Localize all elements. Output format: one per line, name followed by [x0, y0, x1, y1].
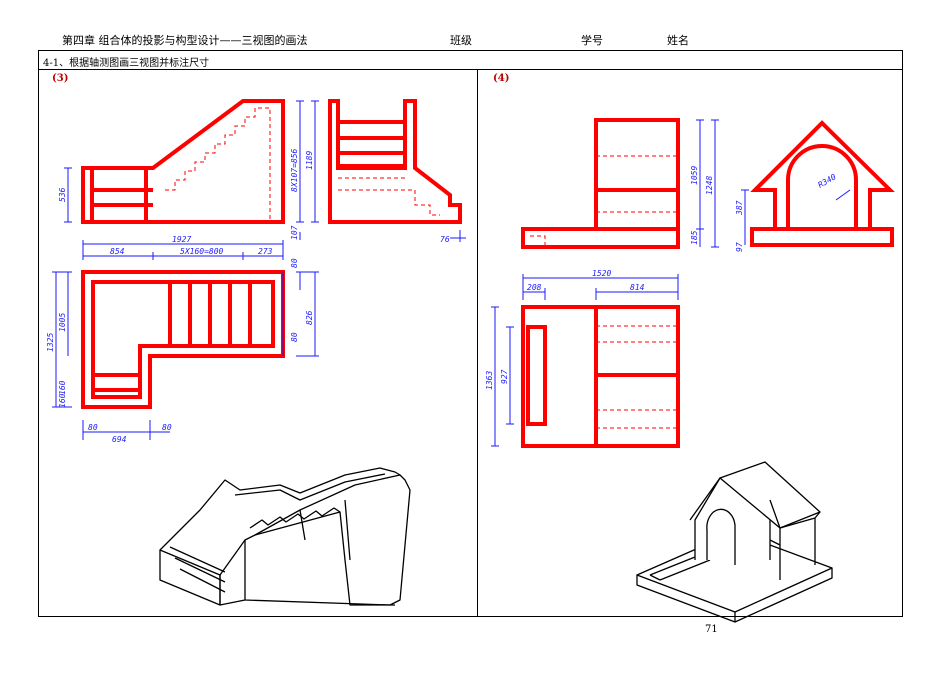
- dim-107: 107: [290, 225, 299, 240]
- problem-4-side-view: [750, 120, 895, 247]
- dim-80-right: 80: [290, 332, 299, 342]
- header-divider: [39, 69, 902, 70]
- dim-1059: 1059: [690, 166, 699, 185]
- problem-4-top-view: [521, 305, 680, 448]
- dim-1363: 1363: [485, 371, 494, 390]
- problem-4-label: (4): [493, 73, 510, 84]
- chapter-title: 第四章 组合体的投影与构型设计——三视图的画法: [62, 34, 308, 47]
- dim-80-bottom-left: 80: [88, 423, 98, 432]
- dim-814: 814: [630, 283, 645, 292]
- problem-3-side-view: [328, 99, 462, 224]
- dim-185: 185: [690, 230, 699, 245]
- problem-3-label: (3): [52, 73, 69, 84]
- dim-273: 273: [258, 247, 273, 256]
- dim-1189: 1189: [305, 151, 314, 170]
- dim-208: 208: [527, 283, 542, 292]
- dim-5x160: 5X160=800: [180, 247, 224, 256]
- problem-4-front-view: [521, 118, 680, 249]
- problem-3-front-hidden-stairs: [165, 107, 271, 222]
- problem-3-dimensions: [52, 100, 466, 440]
- problem-3-dimension-text: 8X107=856 1189 107 536 76 1927 854 5X160…: [46, 148, 450, 444]
- dim-927: 927: [500, 369, 509, 384]
- problem-4-isometric-drawing: [636, 461, 833, 623]
- dim-160-b: 160: [58, 393, 67, 408]
- exercise-frame: 4-1、根据轴测图画三视图并标注尺寸: [38, 50, 903, 617]
- problem-3-top-view: [81, 270, 285, 409]
- class-label: 班级: [450, 34, 472, 47]
- dim-1005: 1005: [58, 313, 67, 332]
- dim-80-bottom-right: 80: [162, 423, 172, 432]
- dim-1325: 1325: [46, 333, 55, 352]
- dim-1927: 1927: [172, 235, 191, 244]
- problem-4-dimensions: [491, 119, 851, 447]
- dim-1248: 1248: [705, 176, 714, 195]
- column-divider: [477, 69, 478, 617]
- student-id-label: 学号: [581, 34, 603, 47]
- dim-854: 854: [110, 247, 125, 256]
- name-label: 姓名: [667, 34, 689, 47]
- dim-536: 536: [58, 187, 67, 202]
- problem-4-front-hidden: [530, 155, 678, 247]
- problem-3-isometric-drawing: [159, 467, 411, 606]
- dim-97: 97: [735, 242, 744, 252]
- problem-3-front-view: [81, 99, 285, 224]
- dim-694: 694: [112, 435, 127, 444]
- dim-387: 387: [735, 200, 744, 216]
- dim-826: 826: [305, 310, 314, 325]
- dim-r340: R340: [817, 172, 838, 190]
- task-title: 4-1、根据轴测图画三视图并标注尺寸: [43, 58, 210, 69]
- dim-160-a: 160: [58, 380, 67, 395]
- dim-76: 76: [440, 235, 450, 244]
- dim-80-top: 80: [290, 258, 299, 268]
- dim-8x107: 8X107=856: [290, 148, 299, 192]
- problem-3-side-hidden: [338, 177, 440, 216]
- dim-1520: 1520: [592, 269, 611, 278]
- page-number: 71: [705, 624, 718, 635]
